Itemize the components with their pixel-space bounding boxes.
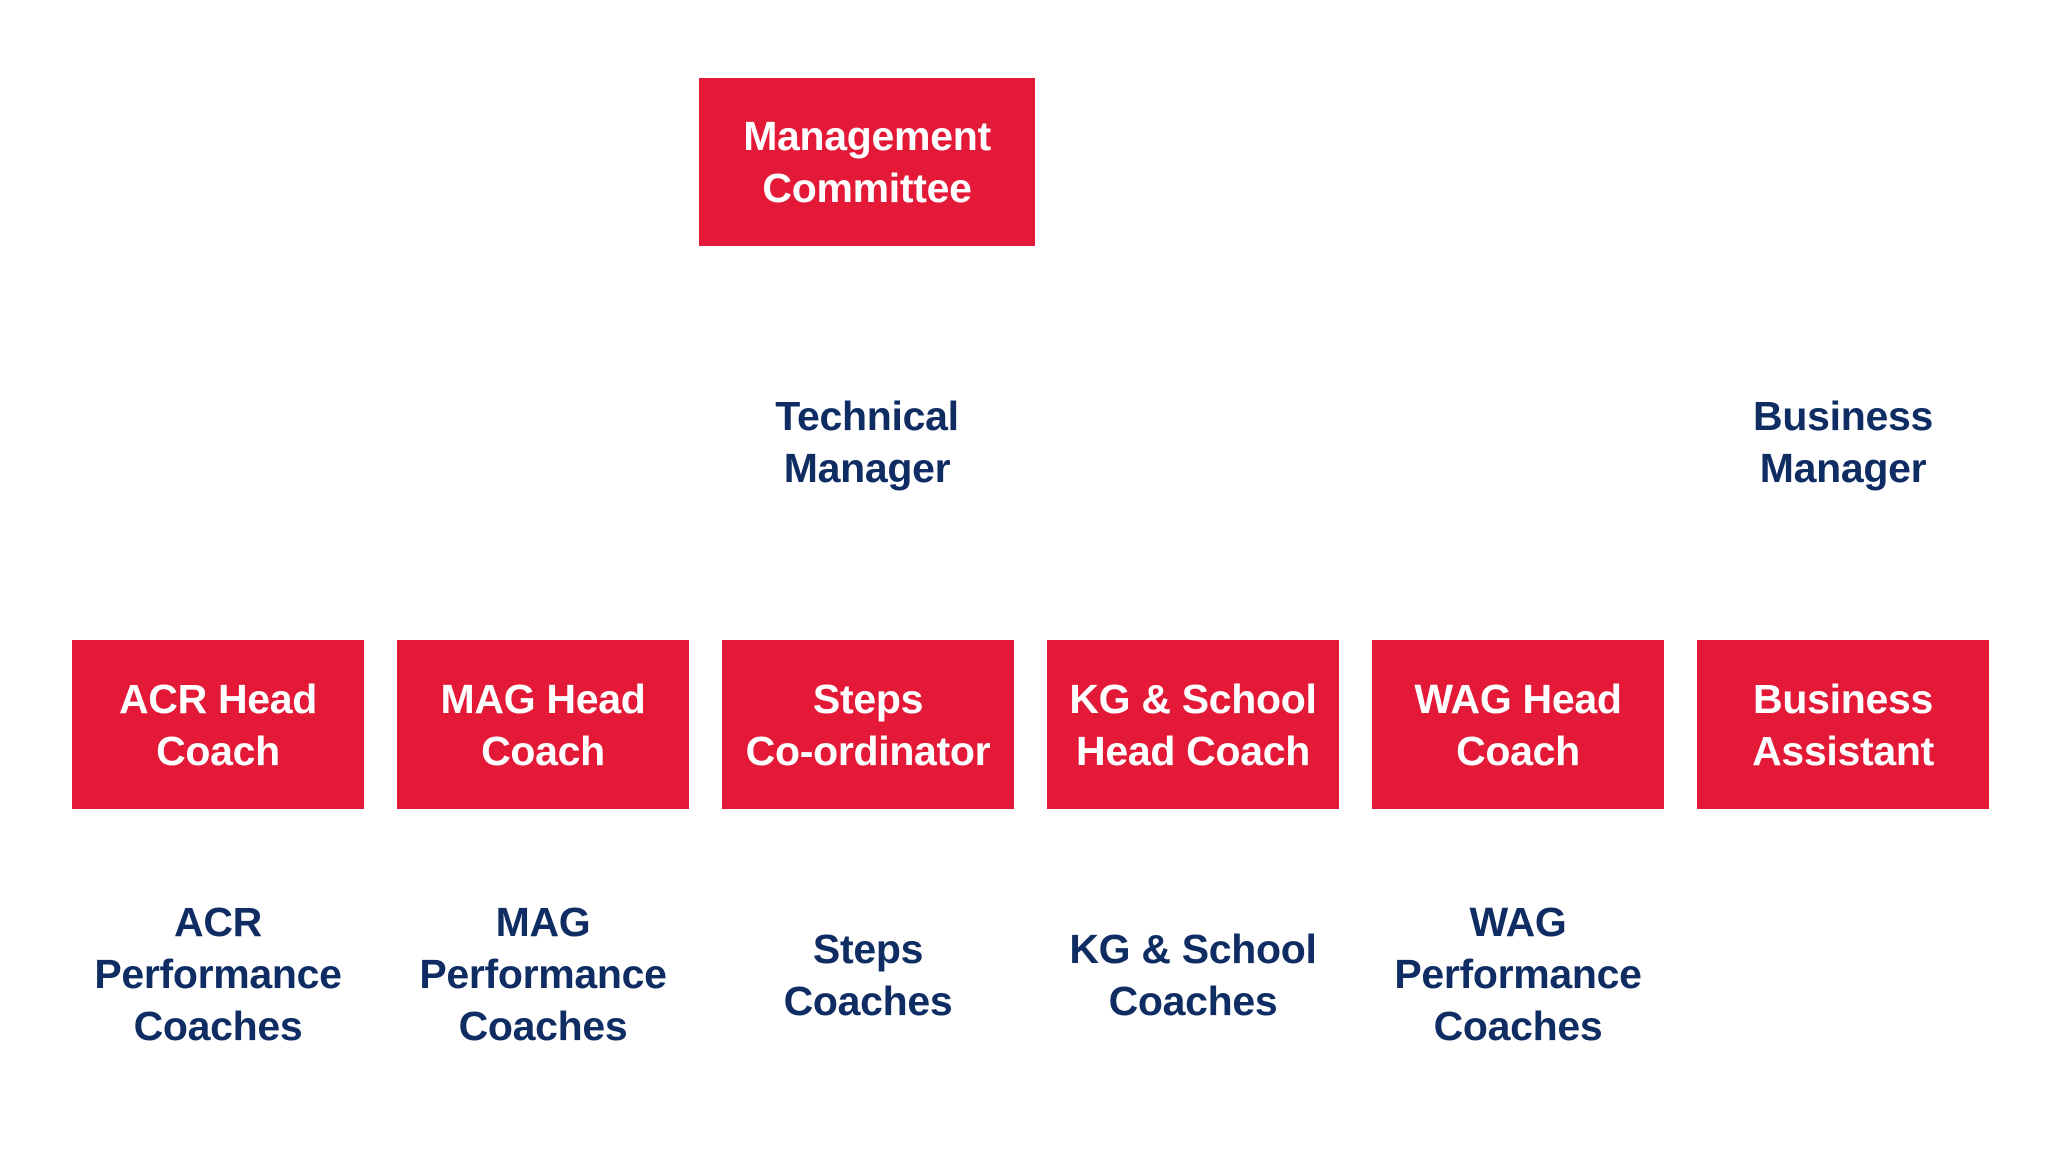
kg-school-head-coach-box: KG & School Head Coach [1047, 640, 1339, 809]
mag-performance-coaches-node: MAG Performance Coaches [397, 890, 689, 1058]
business-assistant-box: Business Assistant [1697, 640, 1989, 809]
acr-performance-coaches-node: ACR Performance Coaches [72, 890, 364, 1058]
steps-coaches-node: Steps Coaches [722, 920, 1014, 1030]
kg-school-head-coach-label: KG & School Head Coach [1069, 675, 1317, 774]
acr-head-coach-box: ACR Head Coach [72, 640, 364, 809]
wag-head-coach-label: WAG Head Coach [1414, 675, 1622, 774]
mag-head-coach-label: MAG Head Coach [440, 675, 646, 774]
wag-performance-coaches-label: WAG Performance Coaches [1394, 899, 1642, 1049]
business-manager-label: Business Manager [1753, 393, 1933, 491]
technical-manager-node: Technical Manager [699, 384, 1035, 500]
acr-head-coach-label: ACR Head Coach [118, 675, 318, 774]
business-assistant-label: Business Assistant [1752, 675, 1934, 774]
mag-performance-coaches-label: MAG Performance Coaches [419, 899, 667, 1049]
steps-coaches-label: Steps Coaches [783, 926, 953, 1024]
management-committee-box: Management Committee [699, 78, 1035, 246]
steps-coordinator-label: Steps Co-ordinator [745, 675, 991, 774]
kg-school-coaches-node: KG & School Coaches [1047, 920, 1339, 1030]
business-manager-node: Business Manager [1695, 384, 1991, 500]
mag-head-coach-box: MAG Head Coach [397, 640, 689, 809]
management-committee-label: Management Committee [743, 113, 991, 211]
kg-school-coaches-label: KG & School Coaches [1069, 926, 1317, 1024]
steps-coordinator-box: Steps Co-ordinator [722, 640, 1014, 809]
technical-manager-label: Technical Manager [775, 393, 959, 491]
wag-performance-coaches-node: WAG Performance Coaches [1372, 890, 1664, 1058]
wag-head-coach-box: WAG Head Coach [1372, 640, 1664, 809]
acr-performance-coaches-label: ACR Performance Coaches [94, 899, 342, 1049]
